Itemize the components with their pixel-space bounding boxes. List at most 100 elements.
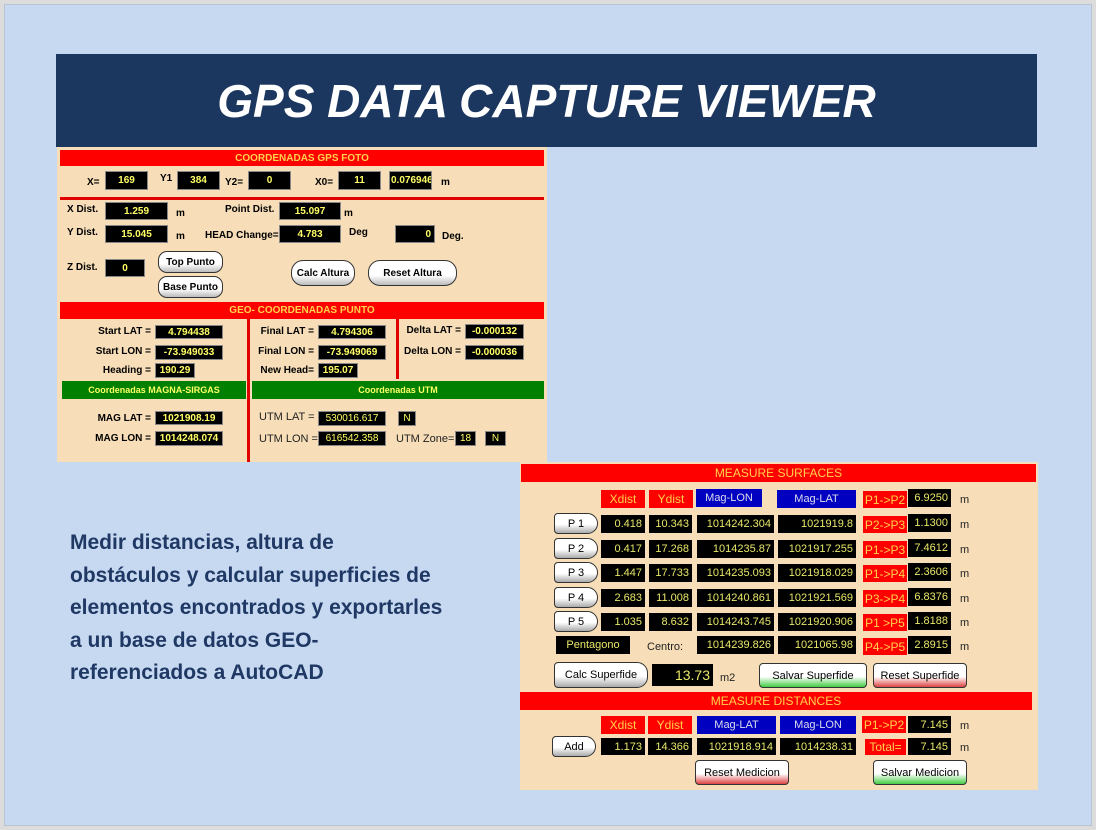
dist-col-xdist: Xdist: [601, 716, 645, 734]
dist-seg-unit: m: [960, 720, 970, 732]
base-punto-button[interactable]: Base Punto: [158, 276, 223, 298]
segment-label: P4->P5: [863, 638, 907, 655]
xdist-field[interactable]: 1.035: [601, 613, 645, 631]
segment-label: P1->P2: [863, 491, 907, 508]
point-dist-field[interactable]: 15.097: [279, 202, 341, 220]
final-lon-field[interactable]: -73.949069: [318, 345, 386, 360]
point-button[interactable]: P 3: [554, 562, 598, 583]
center-label: Centro:: [647, 641, 684, 653]
col-ydist: Ydist: [649, 490, 693, 508]
center-lon-field[interactable]: 1014239.826: [697, 636, 774, 654]
utm-zone-hemisphere[interactable]: N: [485, 431, 506, 446]
mag-lat-field[interactable]: 1021921.569: [778, 589, 856, 607]
ydist-field[interactable]: 11.008: [649, 589, 692, 607]
save-medicion-button[interactable]: Salvar Medicion: [873, 760, 967, 785]
ydist-field[interactable]: 10.343: [649, 515, 692, 533]
mag-lat-field[interactable]: 1021919.8: [778, 515, 856, 533]
dist-xdist-field[interactable]: 1.173: [601, 738, 645, 755]
reset-medicion-button[interactable]: Reset Medicion: [695, 760, 789, 785]
point-button[interactable]: P 2: [554, 538, 598, 559]
utm-zone-label: UTM Zone=: [396, 433, 455, 445]
segment-value[interactable]: 6.8376: [908, 588, 951, 606]
xdist-field[interactable]: 0.418: [601, 515, 645, 533]
save-surface-button[interactable]: Salvar Superfide: [759, 663, 867, 688]
final-lat-label: Final LAT =: [260, 326, 314, 337]
geo-header: GEO- COORDENADAS PUNTO: [60, 302, 544, 319]
start-lon-field[interactable]: -73.949033: [155, 345, 223, 360]
deg-field[interactable]: 0: [395, 225, 435, 243]
xdist-field[interactable]: 1.259: [105, 202, 168, 220]
mag-lon-field[interactable]: 1014235.87: [697, 540, 774, 558]
utm-zone-field[interactable]: 18: [455, 431, 476, 446]
total-value[interactable]: 7.145: [908, 738, 951, 755]
utm-header: Coordenadas UTM: [252, 381, 544, 399]
reset-surface-button[interactable]: Reset Superfide: [873, 663, 967, 688]
mag-lon-field[interactable]: 1014235.093: [697, 564, 774, 582]
dist-ydist-field[interactable]: 14.366: [648, 738, 692, 755]
xdist-label: X Dist.: [67, 204, 99, 215]
col-mag-lon: Mag-LON: [696, 489, 762, 507]
mag-lat-field[interactable]: 1021908.19: [155, 411, 223, 425]
ydist-field[interactable]: 15.045: [105, 225, 168, 243]
add-button[interactable]: Add: [552, 736, 596, 757]
delta-lat-field[interactable]: -0.000132: [465, 324, 524, 339]
top-punto-button[interactable]: Top Punto: [158, 251, 223, 273]
delta-lat-label: Delta LAT =: [406, 325, 461, 336]
start-lat-field[interactable]: 4.794438: [155, 325, 223, 339]
y1-field[interactable]: 384: [177, 171, 220, 190]
center-lat-field[interactable]: 1021065.98: [778, 636, 856, 654]
xdist-field[interactable]: 0.417: [601, 540, 645, 558]
y2-field[interactable]: 0: [248, 171, 291, 190]
point-button[interactable]: P 5: [554, 611, 598, 632]
zdist-field[interactable]: 0: [105, 259, 145, 277]
divider: [247, 319, 250, 462]
ydist-field[interactable]: 17.268: [649, 540, 692, 558]
x-field[interactable]: 169: [105, 171, 148, 190]
mag-lat-field[interactable]: 1021917.255: [778, 540, 856, 558]
mag-lon-label: MAG LON =: [95, 433, 151, 444]
calc-altura-button[interactable]: Calc Altura: [291, 260, 355, 286]
utm-lat-hemisphere[interactable]: N: [398, 411, 416, 426]
segment-value[interactable]: 2.3606: [908, 563, 951, 581]
segment-value[interactable]: 6.9250: [908, 489, 951, 507]
xdist-field[interactable]: 2.683: [601, 589, 645, 607]
segment-value[interactable]: 1.1300: [908, 514, 951, 532]
segment-unit: m: [960, 568, 970, 580]
delta-lon-field[interactable]: -0.000036: [465, 345, 524, 360]
mag-lon-field[interactable]: 1014248.074: [155, 431, 223, 446]
mag-lon-field[interactable]: 1014242.304: [697, 515, 774, 533]
segment-label: P2->P3: [863, 516, 907, 533]
x0-field[interactable]: 11: [338, 171, 381, 190]
heading-label: Heading =: [102, 365, 151, 376]
segment-value[interactable]: 7.4612: [908, 539, 951, 557]
dist-mag-lat-field[interactable]: 1021918.914: [697, 738, 776, 755]
segment-value[interactable]: 2.8915: [908, 636, 951, 654]
new-head-field[interactable]: 195.07: [318, 363, 358, 378]
point-button[interactable]: P 1: [554, 513, 598, 534]
shape-field[interactable]: Pentagono: [556, 636, 630, 654]
heading-field[interactable]: 190.29: [155, 363, 195, 378]
utm-lon-field[interactable]: 616542.358: [318, 431, 386, 446]
mag-lat-field[interactable]: 1021918.029: [778, 564, 856, 582]
description: Medir distancias, altura de obstáculos y…: [70, 527, 510, 690]
final-lat-field[interactable]: 4.794306: [318, 325, 386, 339]
zdist-label: Z Dist.: [67, 262, 98, 273]
segment-unit: m: [960, 617, 970, 629]
scale-field[interactable]: 0.076946: [389, 171, 432, 190]
utm-lat-field[interactable]: 530016.617: [318, 411, 386, 426]
calc-surface-button[interactable]: Calc Superfide: [554, 662, 648, 688]
mag-lat-field[interactable]: 1021920.906: [778, 613, 856, 631]
page-title: GPS DATA CAPTURE VIEWER: [56, 54, 1037, 147]
mag-lon-field[interactable]: 1014243.745: [697, 613, 774, 631]
xdist-field[interactable]: 1.447: [601, 564, 645, 582]
mag-lon-field[interactable]: 1014240.861: [697, 589, 774, 607]
reset-altura-button[interactable]: Reset Altura: [368, 260, 457, 286]
ydist-field[interactable]: 8.632: [649, 613, 692, 631]
area-field[interactable]: 13.73: [652, 664, 713, 686]
dist-seg-value[interactable]: 7.145: [908, 716, 951, 733]
ydist-field[interactable]: 17.733: [649, 564, 692, 582]
point-button[interactable]: P 4: [554, 587, 598, 608]
head-change-field[interactable]: 4.783: [279, 225, 341, 243]
segment-value[interactable]: 1.8188: [908, 612, 951, 630]
dist-mag-lon-field[interactable]: 1014238.31: [780, 738, 856, 755]
